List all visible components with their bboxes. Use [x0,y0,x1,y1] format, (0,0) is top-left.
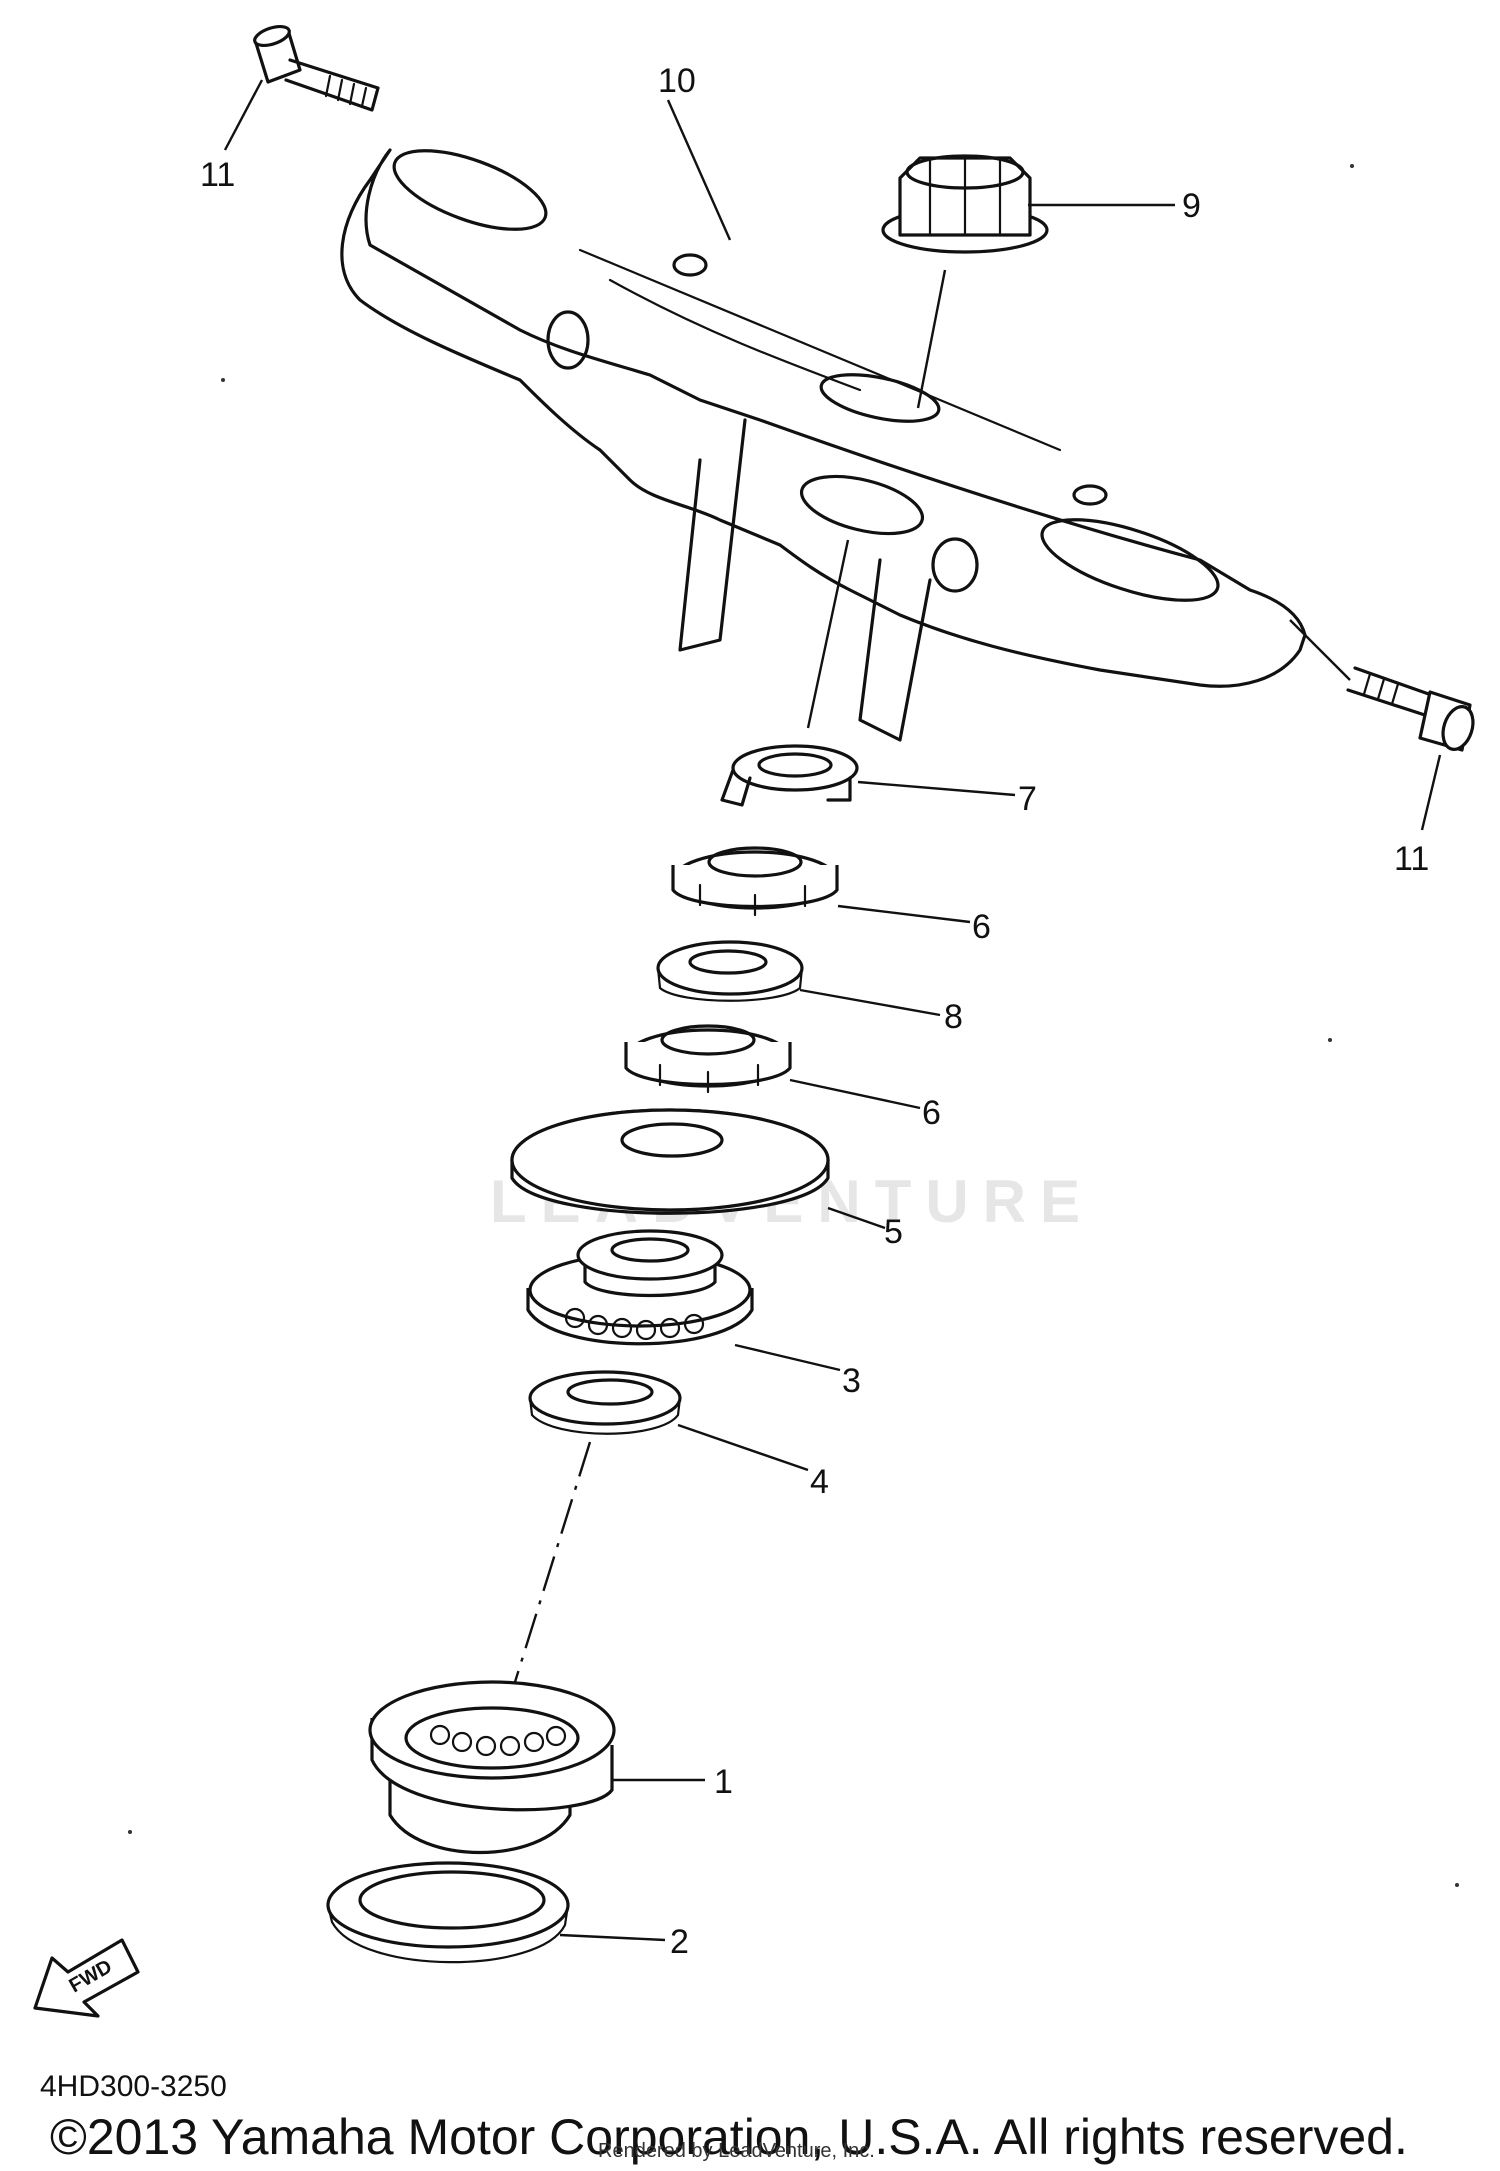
axis-line-nut [916,269,947,409]
axis-line-bolt-right [1289,619,1351,681]
copyright-text: ©2013 Yamaha Motor Corporation, U.S.A. A… [50,2109,1408,2165]
lower-ball-bearing-illustration [368,1680,616,1855]
lock-washer-illustration [720,744,859,807]
leader-3 [734,1343,841,1372]
upper-ball-bearing-illustration [526,1229,754,1346]
leader-6-upper [837,904,971,924]
callout-3: 3 [842,1362,861,1400]
callout-2: 2 [670,1923,689,1961]
leader-11-right [1420,754,1442,831]
callout-5: 5 [884,1213,903,1251]
rubber-washer-illustration [656,940,804,1002]
axis-line-center [508,1441,592,1699]
bolt-right-illustration [1346,666,1475,752]
callout-4: 4 [810,1463,829,1501]
leader-4 [677,1423,809,1472]
fwd-arrow-icon: FWD [33,1938,140,2018]
callout-8: 8 [944,998,963,1036]
leader-6-lower [789,1078,921,1110]
part-code: 4HD300-3250 [40,2070,227,2103]
leader-7 [857,780,1016,797]
axis-line-upper [806,539,850,729]
crown-nut-illustration [881,154,1049,254]
callout-6-lower: 6 [922,1094,941,1132]
ring-nut-lower-illustration [624,1024,792,1094]
leader-11-left [223,79,264,151]
callout-9: 9 [1182,187,1201,225]
ring-nut-upper-illustration [671,846,839,917]
upper-race-illustration [528,1370,682,1435]
callout-6-upper: 6 [972,908,991,946]
callout-11-right: 11 [1394,840,1429,878]
leader-5 [827,1206,886,1230]
upper-bracket-illustration [340,148,1307,742]
dust-cover-illustration [510,1108,830,1215]
callout-10: 10 [658,62,696,100]
lower-race-illustration [326,1861,570,1964]
bolt-top-left-illustration [253,24,380,112]
leader-8 [799,988,941,1017]
callout-11-left: 11 [200,156,235,194]
callout-1: 1 [714,1763,733,1801]
callout-7: 7 [1018,780,1037,818]
rendered-by-text: Rendered by LeadVenture, Inc. [598,2140,875,2162]
leader-10 [666,99,732,241]
leader-2 [559,1933,666,1942]
